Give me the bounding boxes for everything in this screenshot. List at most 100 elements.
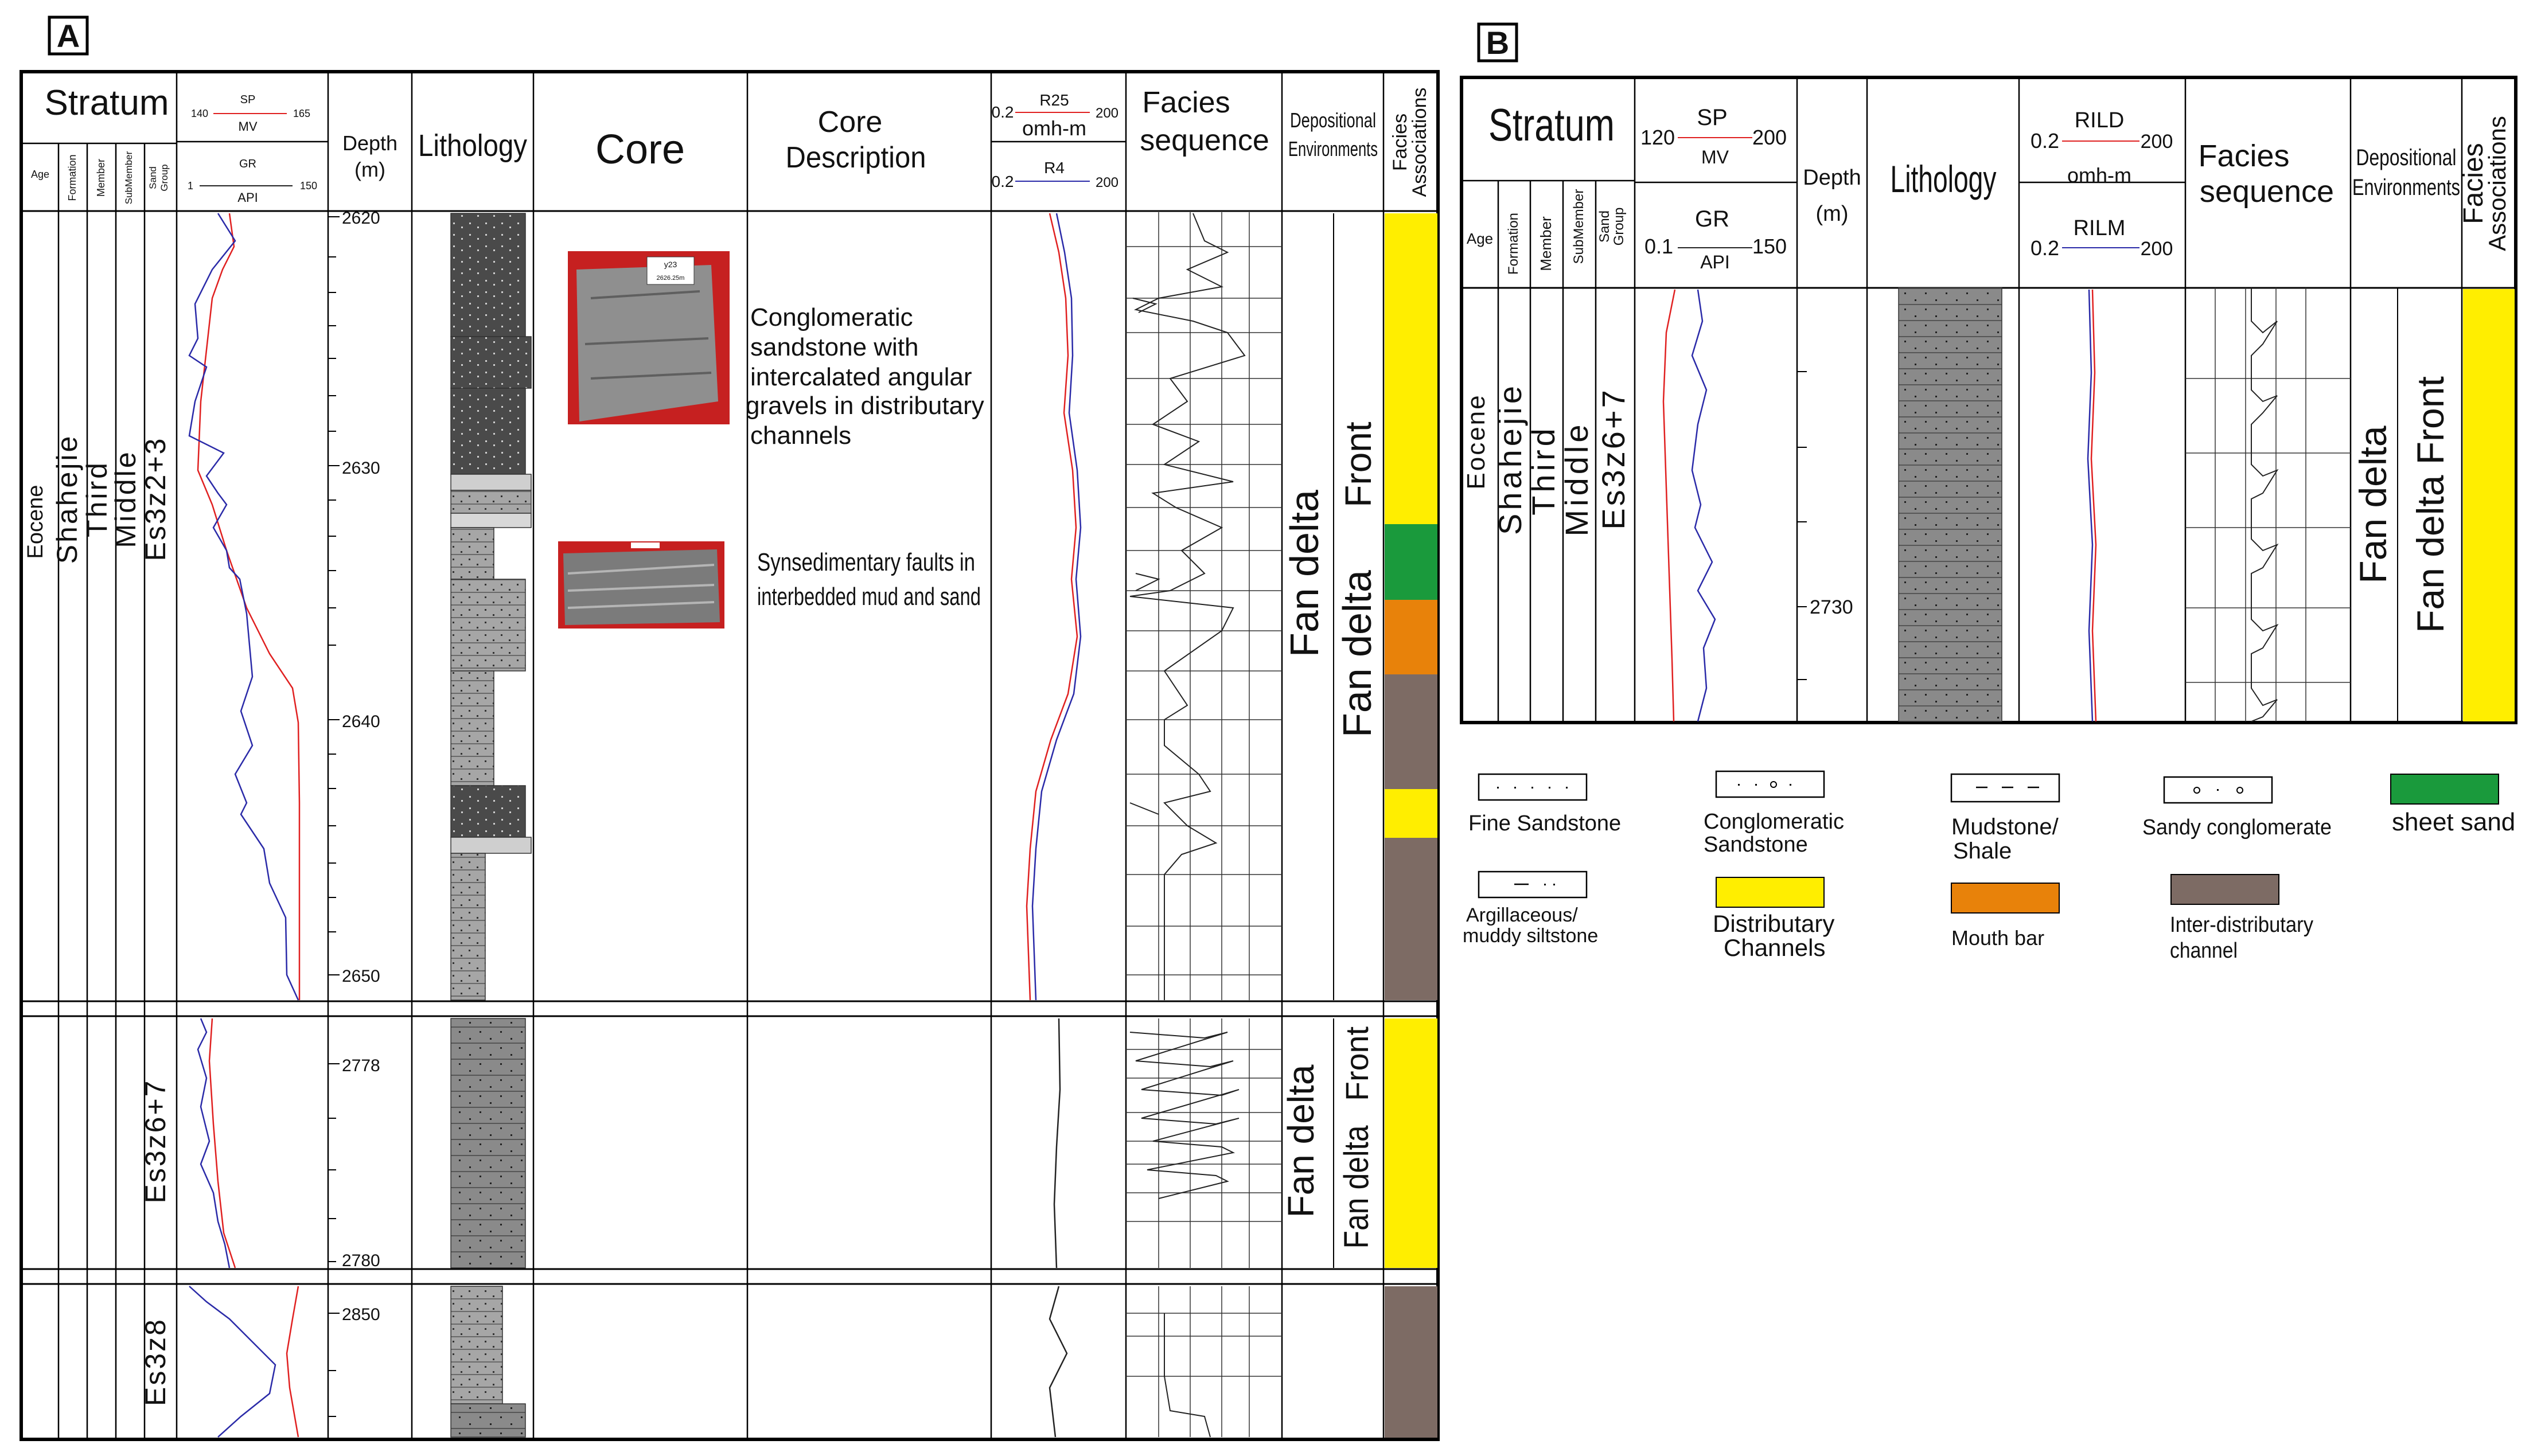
- b-age-value: Eocene: [1462, 393, 1490, 489]
- b-gr-unit: API: [1700, 252, 1730, 272]
- legend-mudstone-label-1: Mudstone/: [1951, 814, 2059, 840]
- b-sand-header: Sand: [1597, 210, 1612, 243]
- age-header: Age: [31, 169, 49, 180]
- legend-sheet-sand: sheet sand: [2390, 774, 2515, 836]
- legend-argillaceous-label-1: Argillaceous/: [1466, 904, 1578, 926]
- b-rilm-max: 200: [2141, 238, 2173, 260]
- fa-mouth-bar: [1385, 600, 1437, 674]
- sp-max: 165: [293, 108, 310, 119]
- lithology-column-a: [450, 213, 532, 1438]
- r25-max: 200: [1096, 106, 1118, 121]
- submember-value: Middle: [110, 450, 142, 548]
- sand-header: Sand: [147, 166, 158, 189]
- fa-inter-2: [1385, 838, 1437, 1000]
- core-photo-1-sublabel: 2626.25m: [657, 275, 685, 282]
- b-submember-value: Middle: [1558, 421, 1595, 537]
- b-facies-seq-header-2: sequence: [2200, 174, 2334, 209]
- core-desc-1-line-1: Conglomeratic: [750, 303, 913, 331]
- b-rild-label: RILD: [2075, 108, 2125, 132]
- env-a2-front: Front: [1339, 1026, 1375, 1101]
- core-desc-1-line-4: gravels in distributary: [746, 392, 984, 420]
- fa-inter-1: [1385, 674, 1437, 789]
- b-gr-max: 150: [1752, 235, 1787, 258]
- gr-max: 150: [300, 180, 317, 192]
- facies-seq-header-2: sequence: [1140, 124, 1269, 157]
- resistivity-curves-a: [1026, 213, 1082, 1438]
- r4-min: 0.2: [992, 173, 1014, 190]
- b-gr-min: 0.1: [1644, 235, 1673, 258]
- env-a1-fan-delta: Fan delta: [1282, 490, 1327, 657]
- formation-value: Shahejie: [51, 434, 83, 564]
- fa-distributary-3: [1385, 1018, 1437, 1268]
- fa-distributary-2: [1385, 789, 1437, 838]
- b-env-fan-delta: Fan delta: [2352, 426, 2394, 583]
- facies-sequence-grid-a: [1126, 212, 1282, 1438]
- legend-sandy-conglomerate: Sandy conglomerate: [2142, 776, 2332, 840]
- depth-2778: 2778: [342, 1056, 380, 1075]
- gr-curve-a2: [197, 1018, 231, 1268]
- b-submember-header: SubMember: [1571, 189, 1587, 264]
- legend-conglomeratic-sandstone: Conglomeratic Sandstone: [1704, 770, 1844, 857]
- panel-b-label: B: [1486, 25, 1509, 61]
- depth-2640: 2640: [342, 712, 380, 731]
- legend-mudstone-shale: Mudstone/ Shale: [1950, 773, 2060, 864]
- b-facies-assoc-header-1: Facies: [2458, 143, 2489, 224]
- core-desc-2-line-2: interbedded mud and sand: [757, 583, 981, 611]
- core-desc-2-line-1: Synsedimentary faults in: [757, 548, 975, 576]
- core-description-1: Conglomeratic sandstone with intercalate…: [746, 303, 984, 450]
- b-rilm-label: RILM: [2074, 216, 2126, 240]
- sp-header: SP: [240, 93, 256, 106]
- r25-label: R25: [1039, 91, 1069, 109]
- legend-mouth-bar-label: Mouth bar: [1951, 926, 2044, 950]
- b-stratum-header: Stratum: [1488, 99, 1615, 150]
- b-sand-group-value: Es3z6+7: [1595, 388, 1631, 530]
- panel-b: B Stratum Age Formation Member SubMember…: [1460, 22, 2517, 724]
- r4-max: 200: [1096, 175, 1118, 190]
- panel-a: A Stratu: [20, 15, 1440, 1441]
- facies-curve-a1: [1129, 213, 1246, 1000]
- env-a2-fan-delta-2: Fan delta: [1337, 1125, 1375, 1249]
- group-header: Group: [159, 164, 170, 191]
- b-rilm-min: 0.2: [2031, 236, 2059, 260]
- dep-env-a2: Fan delta Fan delta Front: [1280, 1018, 1375, 1268]
- legend-distributary-label-1: Distributary: [1713, 910, 1834, 937]
- legend-inter-label-1: Inter-distributary: [2170, 913, 2313, 937]
- depth-header: Depth: [342, 131, 397, 155]
- gr-header: GR: [239, 158, 256, 170]
- formation-header: Formation: [67, 154, 78, 201]
- core-desc-1-line-2: sandstone with: [750, 333, 919, 361]
- b-sp-max: 200: [1752, 126, 1787, 149]
- core-header: Core: [595, 127, 685, 173]
- sand-group-value-2: Es3z6+7: [139, 1079, 172, 1204]
- legend-mouth-bar: Mouth bar: [1951, 883, 2060, 950]
- env-a1-front: Front: [1338, 421, 1379, 508]
- res-curve-a3: [1049, 1286, 1068, 1438]
- facies-curve-a1b: [1129, 298, 1160, 815]
- legend-fine-sandstone: Fine Sandstone: [1468, 773, 1621, 836]
- log-curves-a: [188, 213, 301, 1438]
- core-photo-1-label: y23: [664, 260, 677, 269]
- dep-env-header-1: Depositional: [1290, 108, 1376, 132]
- sand-group-value-1: Es3z2+3: [139, 437, 172, 561]
- legend-fine-sandstone-label: Fine Sandstone: [1468, 811, 1621, 836]
- fa-distributary-1: [1385, 213, 1437, 524]
- b-sp-curve: [1662, 289, 1676, 722]
- legend-distributary-label-2: Channels: [1724, 934, 1825, 961]
- facies-curve-a2: [1129, 1032, 1240, 1199]
- b-facies-seq-header-1: Facies: [2198, 139, 2289, 173]
- b-rild-max: 200: [2141, 131, 2173, 153]
- b-fa-distributary: [2463, 289, 2515, 721]
- legend-argillaceous: Argillaceous/ muddy siltstone: [1463, 871, 1598, 947]
- core-desc-header-1: Core: [818, 106, 883, 139]
- sp-curve-a1: [197, 213, 301, 1000]
- b-res-unit: omh-m: [2067, 163, 2131, 187]
- legend-argillaceous-label-2: muddy siltstone: [1463, 925, 1598, 947]
- b-facies-assoc-header-2: Associations: [2484, 116, 2511, 251]
- facies-assoc-header-1: Facies: [1389, 114, 1411, 171]
- legend-conglomeratic-label-2: Sandstone: [1704, 833, 1808, 857]
- sp-unit: MV: [239, 119, 258, 134]
- depth-unit: (m): [354, 158, 385, 181]
- r25-curve-a1: [1026, 213, 1078, 1001]
- log-curves-b: [1662, 289, 2097, 722]
